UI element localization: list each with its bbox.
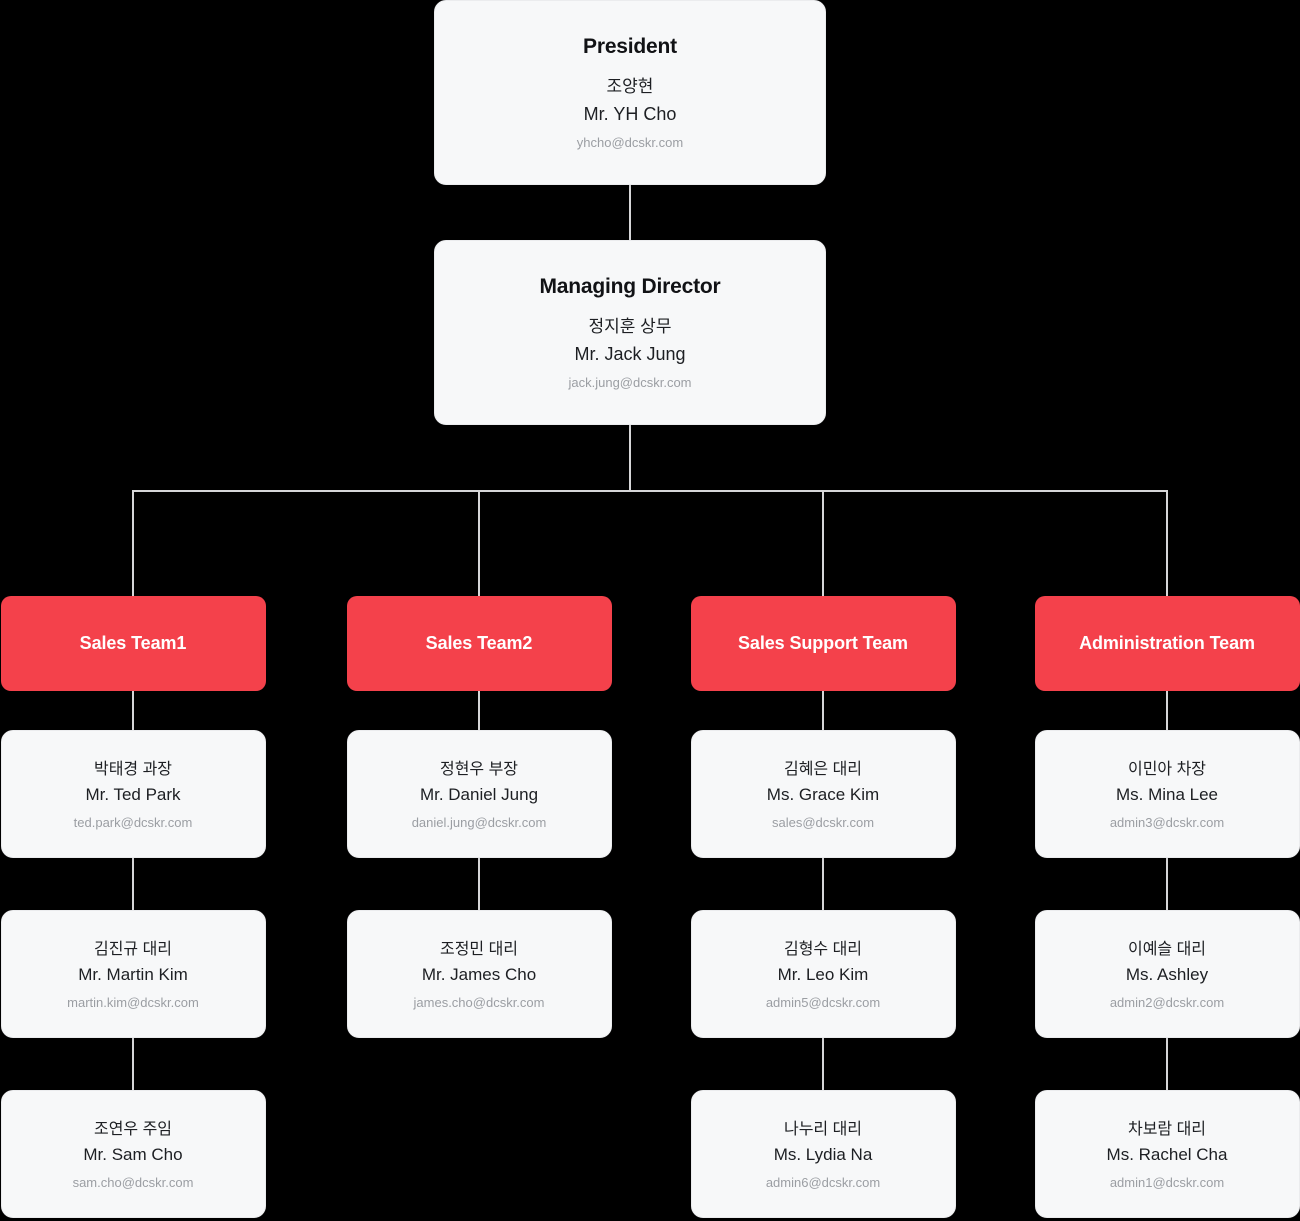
member-card[interactable]: 차보람 대리 Ms. Rachel Cha admin1@dcskr.com xyxy=(1034,1090,1300,1218)
executive-email: jack.jung@dcskr.com xyxy=(568,374,692,390)
member-email: ted.park@dcskr.com xyxy=(73,815,193,831)
member-name-en: Mr. Leo Kim xyxy=(777,964,869,984)
member-name-en: Ms. Rachel Cha xyxy=(1106,1144,1228,1164)
member-email: daniel.jung@dcskr.com xyxy=(411,815,547,831)
executive-role: Managing Director xyxy=(539,275,721,299)
member-email: admin6@dcskr.com xyxy=(765,1175,881,1191)
connector-team-3-member-3 xyxy=(822,1038,824,1090)
team-header-4[interactable]: Administration Team xyxy=(1034,596,1300,691)
member-name-kr: 조연우 주임 xyxy=(93,1120,173,1138)
member-name-en: Ms. Lydia Na xyxy=(773,1144,873,1164)
connector-team-3-member-2 xyxy=(822,858,824,910)
member-name-en: Ms. Mina Lee xyxy=(1115,784,1219,804)
executive-name-en: Mr. Jack Jung xyxy=(574,343,686,364)
team-header-2[interactable]: Sales Team2 xyxy=(346,596,612,691)
connector-team-1-member-1 xyxy=(132,691,134,730)
member-card[interactable]: 정현우 부장 Mr. Daniel Jung daniel.jung@dcskr.c… xyxy=(346,730,612,858)
connector-team-4-member-2 xyxy=(1166,858,1168,910)
member-email: admin5@dcskr.com xyxy=(765,995,881,1011)
member-name-kr: 조정민 대리 xyxy=(439,940,519,958)
team-header-3[interactable]: Sales Support Team xyxy=(690,596,956,691)
executive-name-kr: 정지훈 상무 xyxy=(588,317,672,337)
connector-team-4-member-1 xyxy=(1166,691,1168,730)
connector-team-1-member-2 xyxy=(132,858,134,910)
connector-team-3-member-1 xyxy=(822,691,824,730)
member-email: sales@dcskr.com xyxy=(771,815,875,831)
member-name-kr: 박태경 과장 xyxy=(93,760,173,778)
member-card[interactable]: 이민아 차장 Ms. Mina Lee admin3@dcskr.com xyxy=(1034,730,1300,858)
executive-email: yhcho@dcskr.com xyxy=(576,134,684,150)
member-name-kr: 김혜은 대리 xyxy=(783,760,863,778)
team-name: Sales Support Team xyxy=(738,633,908,653)
member-card[interactable]: 조정민 대리 Mr. James Cho james.cho@dcskr.com xyxy=(346,910,612,1038)
member-name-kr: 이예슬 대리 xyxy=(1127,940,1207,958)
member-name-en: Mr. Daniel Jung xyxy=(419,784,539,804)
connector-team-2-member-2 xyxy=(478,858,480,910)
member-name-kr: 김진규 대리 xyxy=(93,940,173,958)
member-name-kr: 나누리 대리 xyxy=(783,1120,863,1138)
team-header-1[interactable]: Sales Team1 xyxy=(0,596,266,691)
connector-bus-to-team-4 xyxy=(1166,490,1168,596)
card-president[interactable]: President 조양현 Mr. YH Cho yhcho@dcskr.com xyxy=(434,0,826,185)
connector-team-4-member-3 xyxy=(1166,1038,1168,1090)
member-card[interactable]: 박태경 과장 Mr. Ted Park ted.park@dcskr.com xyxy=(0,730,266,858)
member-card[interactable]: 나누리 대리 Ms. Lydia Na admin6@dcskr.com xyxy=(690,1090,956,1218)
member-email: martin.kim@dcskr.com xyxy=(67,995,199,1011)
team-name: Administration Team xyxy=(1079,633,1255,653)
connector-bus-to-team-1 xyxy=(132,490,134,596)
member-email: admin1@dcskr.com xyxy=(1109,1175,1225,1191)
member-name-en: Mr. James Cho xyxy=(421,964,537,984)
member-email: james.cho@dcskr.com xyxy=(413,995,545,1011)
connector-md-to-bus xyxy=(629,425,631,490)
member-name-en: Mr. Ted Park xyxy=(85,784,181,804)
member-name-en: Ms. Ashley xyxy=(1125,964,1209,984)
team-name: Sales Team2 xyxy=(425,633,533,653)
member-name-en: Ms. Grace Kim xyxy=(766,784,880,804)
member-name-kr: 정현우 부장 xyxy=(439,760,519,778)
member-name-en: Mr. Martin Kim xyxy=(78,964,188,984)
member-card[interactable]: 김형수 대리 Mr. Leo Kim admin5@dcskr.com xyxy=(690,910,956,1038)
connector-team-2-member-1 xyxy=(478,691,480,730)
connector-bus-to-team-2 xyxy=(478,490,480,596)
member-card[interactable]: 이예슬 대리 Ms. Ashley admin2@dcskr.com xyxy=(1034,910,1300,1038)
connector-president-to-md xyxy=(629,185,631,240)
team-name: Sales Team1 xyxy=(79,633,187,653)
member-name-kr: 이민아 차장 xyxy=(1127,760,1207,778)
executive-role: President xyxy=(583,35,677,59)
connector-bus-to-team-3 xyxy=(822,490,824,596)
member-name-kr: 김형수 대리 xyxy=(783,940,863,958)
member-email: admin2@dcskr.com xyxy=(1109,995,1225,1011)
member-card[interactable]: 김혜은 대리 Ms. Grace Kim sales@dcskr.com xyxy=(690,730,956,858)
executive-name-kr: 조양현 xyxy=(606,77,654,97)
connector-horizontal-bus xyxy=(133,490,1167,492)
member-card[interactable]: 김진규 대리 Mr. Martin Kim martin.kim@dcskr.com xyxy=(0,910,266,1038)
member-card[interactable]: 조연우 주임 Mr. Sam Cho sam.cho@dcskr.com xyxy=(0,1090,266,1218)
member-email: admin3@dcskr.com xyxy=(1109,815,1225,831)
card-managing-director[interactable]: Managing Director 정지훈 상무 Mr. Jack Jung jack… xyxy=(434,240,826,425)
member-name-kr: 차보람 대리 xyxy=(1127,1120,1207,1138)
executive-name-en: Mr. YH Cho xyxy=(583,103,677,124)
member-email: sam.cho@dcskr.com xyxy=(72,1175,194,1191)
member-name-en: Mr. Sam Cho xyxy=(83,1144,183,1164)
connector-team-1-member-3 xyxy=(132,1038,134,1090)
